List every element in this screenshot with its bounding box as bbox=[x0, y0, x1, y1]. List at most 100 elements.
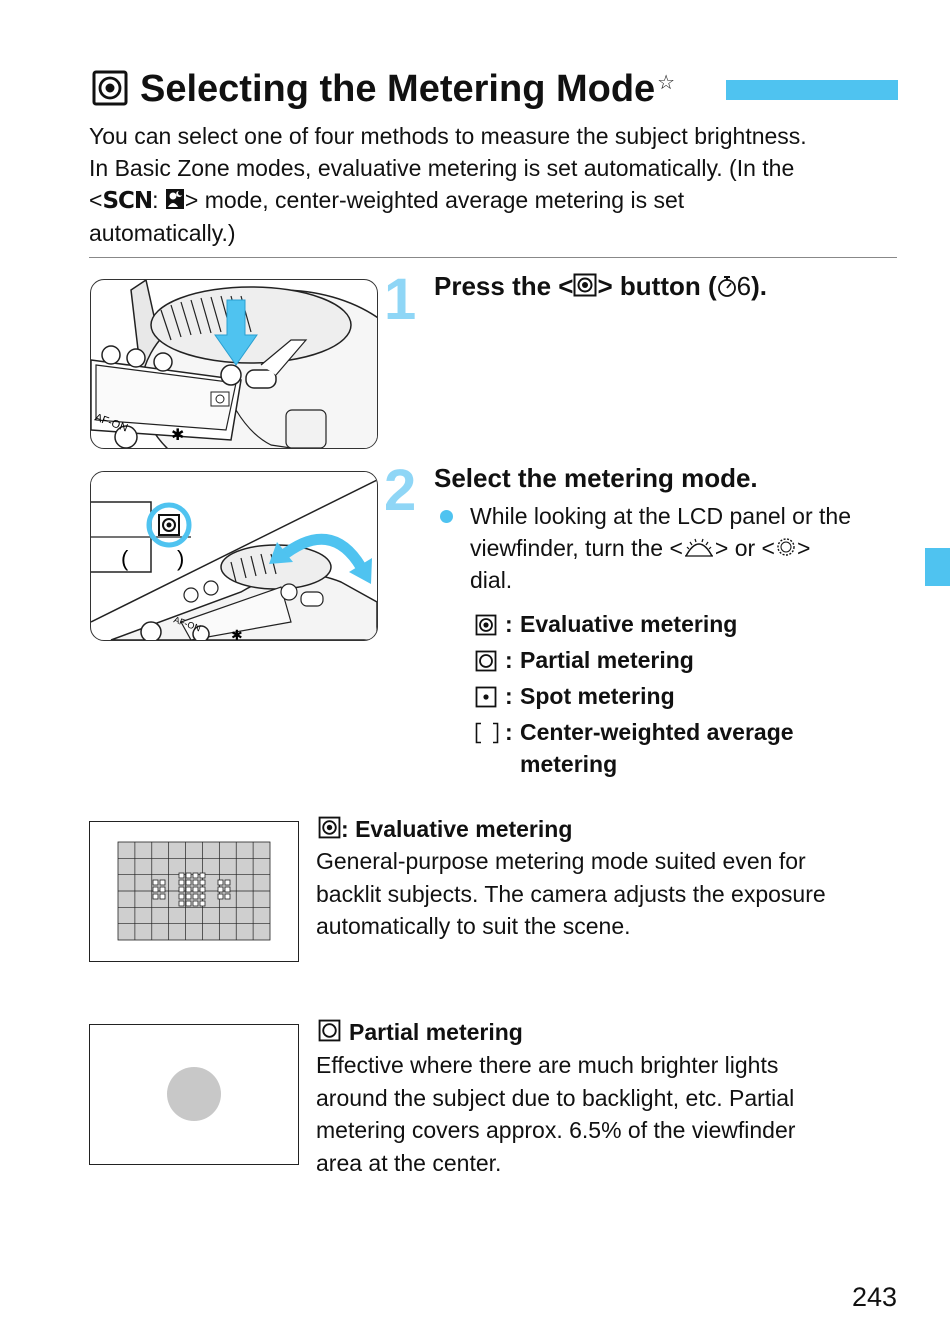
step-2-bullet: While looking at the LCD panel or the vi… bbox=[470, 500, 910, 596]
af-point-marker bbox=[199, 886, 206, 893]
section-heading-text: Evaluative metering bbox=[355, 816, 573, 842]
body-line: automatically to suit the scene. bbox=[316, 913, 631, 939]
body-line: General-purpose metering mode suited eve… bbox=[316, 848, 806, 874]
bullet-line: dial. bbox=[470, 567, 513, 593]
step-1-text: ). bbox=[751, 271, 767, 301]
mode-spot: :Spot metering bbox=[475, 680, 895, 716]
partial-metering-area bbox=[167, 1067, 221, 1121]
mode-label: Partial metering bbox=[520, 647, 694, 673]
partial-area-illustration bbox=[167, 1067, 221, 1121]
intro-colon: : bbox=[152, 187, 165, 213]
af-point-marker bbox=[178, 886, 185, 893]
step-number: 2 bbox=[384, 458, 417, 523]
partial-description: Effective where there are much brighter … bbox=[316, 1049, 906, 1179]
af-point-marker bbox=[152, 893, 159, 900]
intro-paragraph: You can select one of four methods to me… bbox=[89, 120, 909, 249]
body-line: area at the center. bbox=[316, 1149, 502, 1176]
metering-mode-list: :Evaluative metering :Partial metering :… bbox=[475, 608, 895, 780]
step-1-timer-value: 6 bbox=[736, 271, 752, 301]
bullet-text: > bbox=[796, 535, 811, 561]
svg-text:✱: ✱ bbox=[231, 628, 243, 640]
af-point-marker bbox=[185, 872, 192, 879]
svg-text:): ) bbox=[177, 546, 184, 571]
partial-metering-icon bbox=[318, 1020, 341, 1042]
mode-label: Center-weighted average metering bbox=[520, 716, 794, 780]
af-point-marker bbox=[152, 879, 159, 886]
camera-dial-photo: ( ) AF-ON ✱ bbox=[90, 471, 378, 641]
spot-metering-icon bbox=[475, 686, 497, 708]
af-point-marker bbox=[224, 893, 231, 900]
af-point-marker bbox=[185, 893, 192, 900]
center-weighted-metering-icon bbox=[475, 722, 499, 744]
af-point-marker bbox=[192, 886, 199, 893]
camera-button-photo: AF-ON ✱ bbox=[90, 279, 378, 449]
body-line: around the subject due to backlight, etc… bbox=[316, 1084, 795, 1111]
af-point-marker bbox=[178, 879, 185, 886]
main-dial-icon bbox=[684, 538, 713, 557]
lcd-and-dial-illustration: ( ) AF-ON ✱ bbox=[91, 472, 377, 640]
af-point-marker bbox=[192, 900, 199, 907]
evaluative-metering-icon bbox=[318, 817, 341, 839]
af-point-marker bbox=[192, 872, 199, 879]
timer-icon bbox=[717, 276, 736, 298]
af-point-marker bbox=[185, 886, 192, 893]
step-1-text: Press the < bbox=[434, 271, 574, 301]
af-point-marker bbox=[217, 879, 224, 886]
body-line: backlit subjects. The camera adjusts the… bbox=[316, 880, 826, 907]
evaluative-metering-icon bbox=[475, 614, 497, 636]
page-title-text: Selecting the Metering Mode bbox=[140, 68, 656, 110]
mode-label-line: metering bbox=[520, 751, 618, 777]
page-number: 243 bbox=[851, 1282, 897, 1312]
af-point-marker bbox=[152, 886, 159, 893]
step-1-instruction: Press the < > button ( 6). bbox=[434, 270, 767, 302]
af-point-marker bbox=[185, 900, 192, 907]
af-point-marker bbox=[178, 900, 185, 907]
page-title: Selecting the Metering Mode☆ bbox=[92, 66, 675, 112]
evaluative-metering-icon bbox=[92, 70, 128, 106]
step-1-text: > button ( bbox=[597, 271, 717, 301]
mode-partial: :Partial metering bbox=[475, 644, 895, 680]
section-divider bbox=[89, 257, 897, 258]
evaluative-metering-icon bbox=[573, 273, 597, 297]
bullet-line: viewfinder, turn the <> or <> bbox=[470, 532, 910, 564]
af-point-marker bbox=[192, 879, 199, 886]
bullet-line: While looking at the LCD panel or the bbox=[470, 503, 851, 529]
af-point-marker bbox=[178, 893, 185, 900]
af-point-marker bbox=[159, 893, 166, 900]
intro-line: You can select one of four methods to me… bbox=[89, 123, 807, 149]
intro-line: <SCN: > mode, center-weighted average me… bbox=[89, 184, 909, 217]
svg-text:✱: ✱ bbox=[171, 425, 184, 444]
bullet-text: viewfinder, turn the < bbox=[470, 535, 683, 561]
af-point-marker bbox=[224, 879, 231, 886]
chapter-tab bbox=[925, 548, 950, 586]
intro-line: In Basic Zone modes, evaluative metering… bbox=[89, 155, 795, 181]
advanced-star-icon: ☆ bbox=[657, 72, 676, 94]
title-accent-bar bbox=[726, 80, 898, 100]
evaluative-metering-diagram bbox=[89, 821, 299, 962]
af-point-marker bbox=[224, 886, 231, 893]
af-point-marker bbox=[159, 879, 166, 886]
quick-control-dial-icon bbox=[777, 538, 795, 556]
mode-label: Evaluative metering bbox=[520, 611, 738, 637]
intro-bracket: < bbox=[89, 187, 103, 213]
af-point-marker bbox=[199, 879, 206, 886]
af-point-marker bbox=[199, 872, 206, 879]
intro-line3-text: > mode, center-weighted average metering… bbox=[184, 187, 685, 213]
scn-mode-icon: SCN bbox=[102, 188, 153, 214]
intro-line: automatically.) bbox=[89, 220, 236, 246]
evaluative-description: General-purpose metering mode suited eve… bbox=[316, 845, 906, 943]
af-point-marker bbox=[199, 900, 206, 907]
af-point-marker bbox=[192, 893, 199, 900]
af-point-marker bbox=[185, 879, 192, 886]
svg-text:(: ( bbox=[121, 546, 129, 571]
night-portrait-icon bbox=[165, 188, 184, 209]
mode-evaluative: :Evaluative metering bbox=[475, 608, 895, 644]
evaluative-heading: : Evaluative metering bbox=[318, 814, 572, 844]
bullet-dot-icon bbox=[440, 510, 453, 523]
camera-top-illustration: AF-ON ✱ bbox=[91, 280, 377, 448]
partial-heading: Partial metering bbox=[318, 1017, 523, 1047]
partial-metering-icon bbox=[475, 650, 497, 672]
af-point-marker bbox=[159, 886, 166, 893]
mode-label-line: Center-weighted average bbox=[520, 719, 794, 745]
